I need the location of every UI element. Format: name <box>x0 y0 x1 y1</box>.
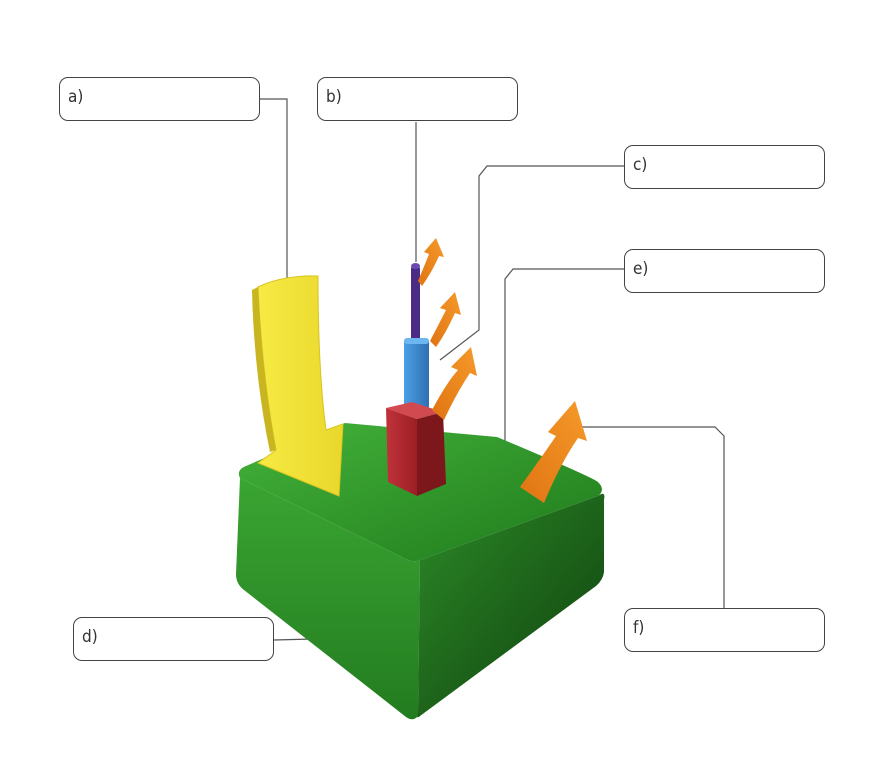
leader-line-f <box>581 426 725 608</box>
purple-segment <box>411 265 420 345</box>
red-block-front <box>386 408 417 496</box>
label-d-text: d) <box>82 627 98 647</box>
outgoing-arrow-middle <box>430 292 461 347</box>
label-box-b[interactable]: b) <box>317 77 518 121</box>
label-box-a[interactable]: a) <box>59 77 260 121</box>
red-block-top <box>386 402 443 419</box>
leader-line-a <box>259 98 288 280</box>
label-b-text: b) <box>326 87 342 107</box>
ground-front-face <box>236 478 420 720</box>
label-box-d[interactable]: d) <box>73 617 274 661</box>
leader-line-e <box>504 268 624 444</box>
incoming-radiation-arrow <box>256 275 344 497</box>
stem <box>386 263 446 496</box>
outgoing-arrow-large <box>520 401 587 503</box>
label-box-c[interactable]: c) <box>624 145 825 189</box>
label-box-e[interactable]: e) <box>624 249 825 293</box>
label-box-f[interactable]: f) <box>624 608 825 652</box>
outgoing-arrow-lower <box>432 347 477 420</box>
blue-segment <box>404 338 429 410</box>
label-c-text: c) <box>633 155 648 175</box>
label-f-text: f) <box>633 618 645 638</box>
label-a-text: a) <box>68 87 84 107</box>
red-block-side <box>417 412 446 496</box>
incoming-arrow-edge <box>252 287 276 452</box>
ground-side-face <box>417 493 605 718</box>
outgoing-arrow-top <box>418 238 444 286</box>
outgoing-arrows <box>418 238 587 503</box>
leader-line-c <box>439 165 624 361</box>
label-e-text: e) <box>633 259 649 279</box>
